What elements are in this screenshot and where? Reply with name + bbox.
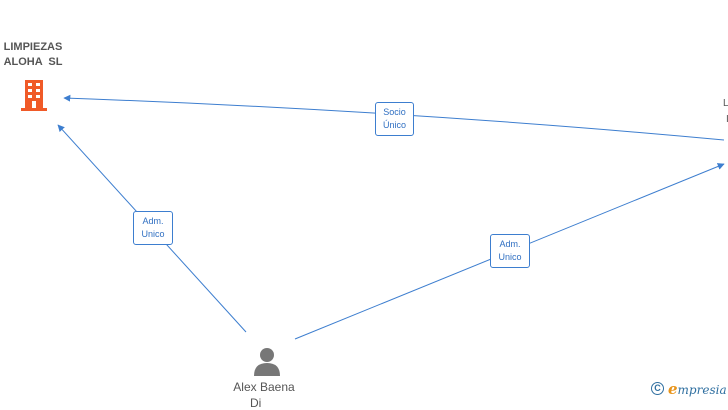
edge-label-adm-offscreen: Adm. Unico: [490, 234, 530, 268]
brand-rest: mpresia: [677, 383, 727, 397]
edge-label-adm-company: Adm. Unico: [133, 211, 173, 245]
person-icon[interactable]: [252, 346, 282, 376]
building-icon[interactable]: [19, 78, 49, 112]
person-name[interactable]: Alex Baena: [233, 380, 295, 394]
relationship-graph: [57, 94, 725, 340]
offscreen-node-label-cont[interactable]: I: [726, 114, 728, 125]
person-name-cont[interactable]: Di: [250, 396, 262, 410]
edge-label-socio-unico: Socio Único: [375, 102, 414, 136]
copyright-icon: C: [651, 382, 664, 395]
brand-logo: empresia: [668, 380, 727, 398]
brand-initial: e: [668, 380, 678, 398]
offscreen-node-label[interactable]: L: [723, 98, 728, 109]
company-name[interactable]: LIMPIEZAS ALOHA SL: [3, 41, 63, 68]
